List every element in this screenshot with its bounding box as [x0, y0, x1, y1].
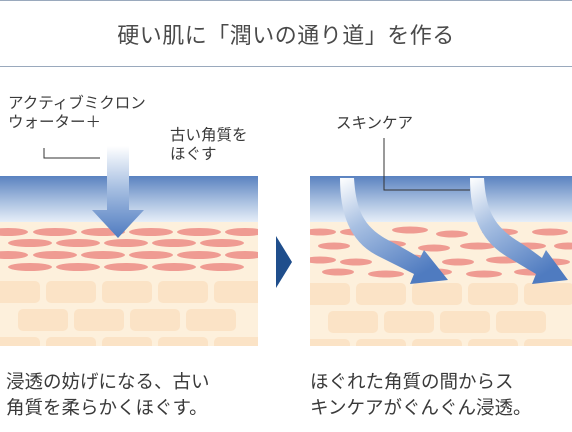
- left-caption: 浸透の妨げになる、古い 角質を柔らかくほぐす。: [6, 372, 210, 419]
- right-product-label: スキンケア: [336, 114, 414, 132]
- cell-block-layer: [310, 283, 572, 346]
- left-product-label: アクティブミクロン ウォーター＋: [8, 94, 146, 131]
- left-penetration-arrow: [92, 146, 144, 238]
- left-action-label: 古い角質を ほぐす: [170, 126, 248, 163]
- left-skin-panel: [0, 176, 258, 346]
- title-divider: [0, 66, 572, 67]
- right-caption: ほぐれた角質の間からス キンケアがぐんぐん浸透。: [310, 372, 532, 419]
- chevron-right-icon: [276, 236, 292, 288]
- right-leader-line: [383, 138, 470, 191]
- page-title: 硬い肌に「潤いの通り道」を作る: [117, 24, 455, 49]
- right-penetration-arrow-1: [340, 178, 448, 284]
- right-penetration-arrow-2: [470, 178, 568, 284]
- top-divider: [0, 0, 572, 1]
- left-leader-line: [43, 148, 100, 159]
- cell-block-layer: [0, 281, 258, 346]
